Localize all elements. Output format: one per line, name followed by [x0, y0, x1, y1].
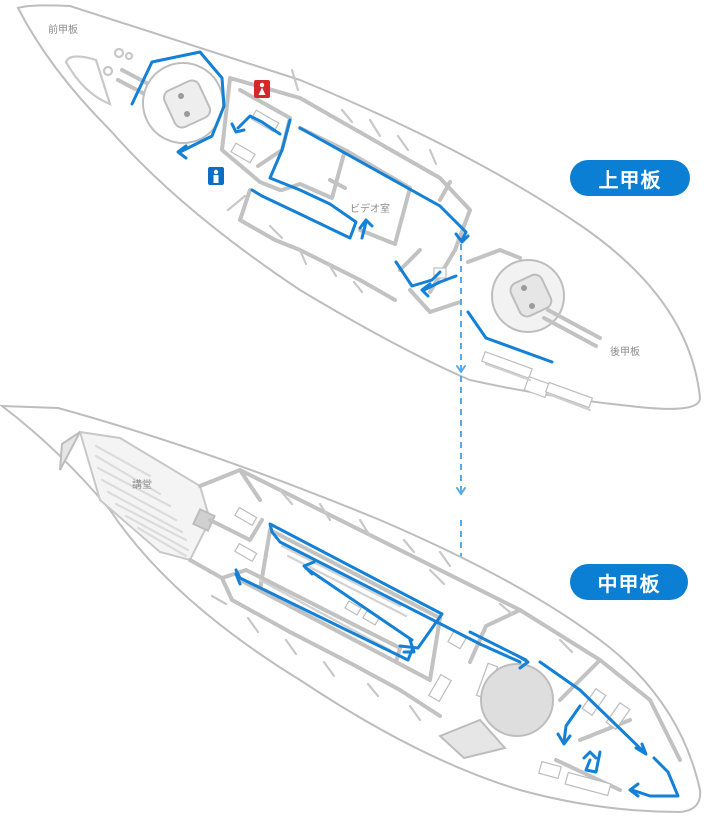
upper-deck-badge: 上甲板 — [570, 160, 690, 196]
stern-gangways — [481, 350, 594, 412]
central-machinery — [438, 663, 554, 760]
upper-ribs — [226, 68, 438, 294]
middle-deck-badge: 中甲板 — [570, 564, 688, 600]
auditorium — [59, 430, 216, 562]
womens-restroom-icon — [254, 80, 270, 98]
auditorium-label: 講堂 — [132, 478, 152, 491]
upper-deck: 前甲板 後甲板 ビデオ室 — [16, 4, 702, 412]
stern-label: 後甲板 — [610, 345, 640, 358]
upper-deck-route — [130, 50, 554, 364]
middle-ribs — [210, 488, 574, 722]
rear-turret — [491, 259, 602, 348]
video-room-label: ビデオ室 — [350, 202, 390, 215]
middle-deck-route — [234, 522, 680, 798]
forward-turret — [116, 62, 224, 144]
mens-restroom-icon — [208, 167, 224, 185]
upper-bow-outline — [64, 55, 112, 106]
bow-label: 前甲板 — [48, 23, 78, 36]
middle-deck: 講堂 — [0, 404, 702, 814]
middle-structure-walls — [188, 468, 682, 792]
